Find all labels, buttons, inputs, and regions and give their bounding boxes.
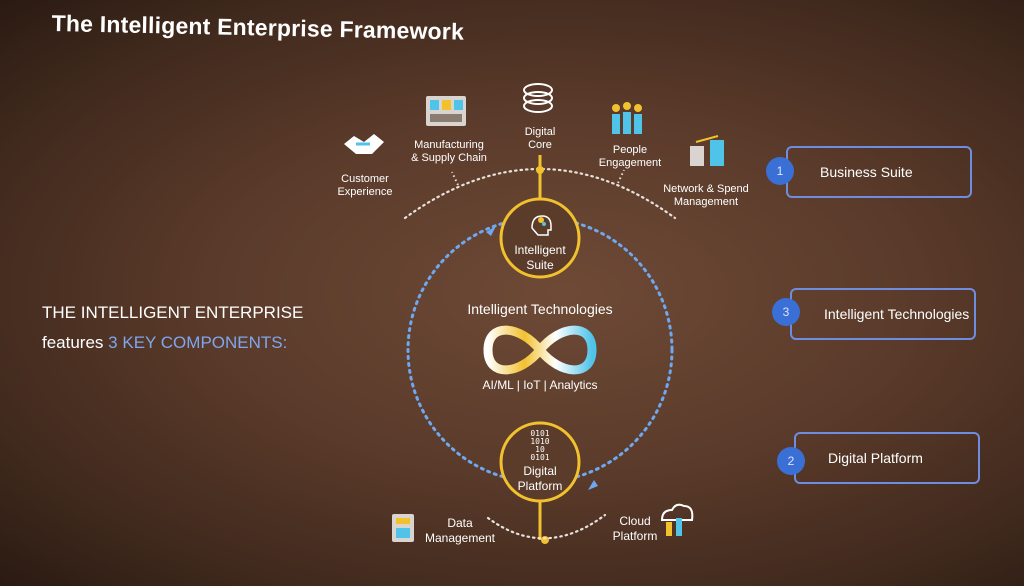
binary-icon: 0101 1010 10 0101 — [500, 430, 580, 462]
label-customer-experience: Customer Experience — [330, 173, 400, 199]
digital-platform-label: 0101 1010 10 0101 Digital Platform — [500, 430, 580, 494]
badge-intelligent-technologies: 3 — [772, 298, 800, 326]
binary-row-4: 0101 — [530, 453, 550, 462]
intelligent-suite-l2: Suite — [526, 258, 554, 272]
data-management-icon — [392, 514, 414, 542]
intelligent-suite-label: Intelligent Suite — [500, 243, 580, 273]
people-engagement-l1: People — [612, 144, 648, 156]
card-business-suite-label: Business Suite — [820, 164, 913, 180]
label-digital-core: Digital Core — [510, 126, 570, 152]
network-spend-l1: Network & Spend — [663, 183, 749, 195]
lead-line-1: THE INTELLIGENT ENTERPRISE — [42, 303, 304, 322]
cloud-platform-l2: Platform — [612, 529, 658, 543]
bottom-arc — [486, 513, 607, 540]
lead-line-2: features 3 KEY COMPONENTS: — [42, 328, 303, 358]
customer-experience-l2: Experience — [337, 186, 393, 198]
ring-arrow-top-left — [486, 226, 496, 236]
intelligent-technologies-title: Intelligent Technologies — [467, 301, 613, 317]
core-stack-icon — [523, 83, 553, 113]
lead-text: THE INTELLIGENT ENTERPRISE features 3 KE… — [42, 298, 303, 358]
infinity-icon — [483, 325, 597, 375]
badge-business-suite: 1 — [766, 157, 794, 185]
tick-manufacturing — [451, 171, 459, 186]
intelligent-suite-circle — [499, 197, 581, 279]
intelligent-suite-l1: Intelligent — [514, 243, 566, 257]
manufacturing-l1: Manufacturing — [414, 139, 484, 151]
label-cloud-platform: Cloud Platform — [600, 514, 670, 544]
binary-row-3: 10 — [535, 445, 545, 454]
digital-platform-l2: Platform — [517, 479, 563, 493]
handshake-icon — [344, 134, 384, 154]
digital-platform-l1: Digital — [523, 464, 557, 478]
factory-icon — [426, 96, 466, 126]
cloud-platform-l1: Cloud — [619, 514, 651, 528]
manufacturing-l2: & Supply Chain — [411, 152, 487, 164]
digital-core-l1: Digital — [524, 126, 556, 138]
card-intelligent-technologies-label: Intelligent Technologies — [824, 306, 970, 322]
lead-accent: 3 KEY COMPONENTS: — [108, 333, 288, 352]
lightbulb-head-icon — [531, 215, 552, 236]
card-digital-platform: Digital Platform — [794, 432, 980, 484]
lead-prefix: features — [42, 333, 104, 352]
customer-experience-l1: Customer — [341, 173, 389, 185]
network-icon — [690, 135, 724, 166]
tick-people — [617, 169, 625, 184]
digital-core-l2: Core — [528, 139, 552, 151]
core-connector-dot — [536, 166, 544, 174]
label-network-spend: Network & Spend Management — [656, 183, 756, 209]
badge-digital-platform: 2 — [777, 447, 805, 475]
card-intelligent-technologies: Intelligent Technologies — [790, 288, 976, 340]
label-people-engagement: People Engagement — [590, 144, 670, 170]
people-engagement-l2: Engagement — [598, 157, 662, 169]
data-management-l2: Management — [424, 531, 496, 545]
card-digital-platform-label: Digital Platform — [828, 450, 923, 466]
intelligent-technologies-sub: AI/ML | IoT | Analytics — [482, 378, 598, 392]
binary-row-2: 1010 — [530, 437, 550, 446]
people-icon — [612, 102, 642, 134]
binary-row-1: 0101 — [530, 429, 550, 438]
card-business-suite: Business Suite — [786, 146, 972, 198]
network-spend-l2: Management — [673, 196, 739, 208]
label-data-management: Data Management — [415, 516, 505, 546]
ring-arrow-bottom-right — [588, 480, 598, 490]
cloud-platform-icon — [660, 503, 694, 536]
label-manufacturing: Manufacturing & Supply Chain — [404, 139, 494, 165]
data-management-l1: Data — [447, 516, 473, 530]
